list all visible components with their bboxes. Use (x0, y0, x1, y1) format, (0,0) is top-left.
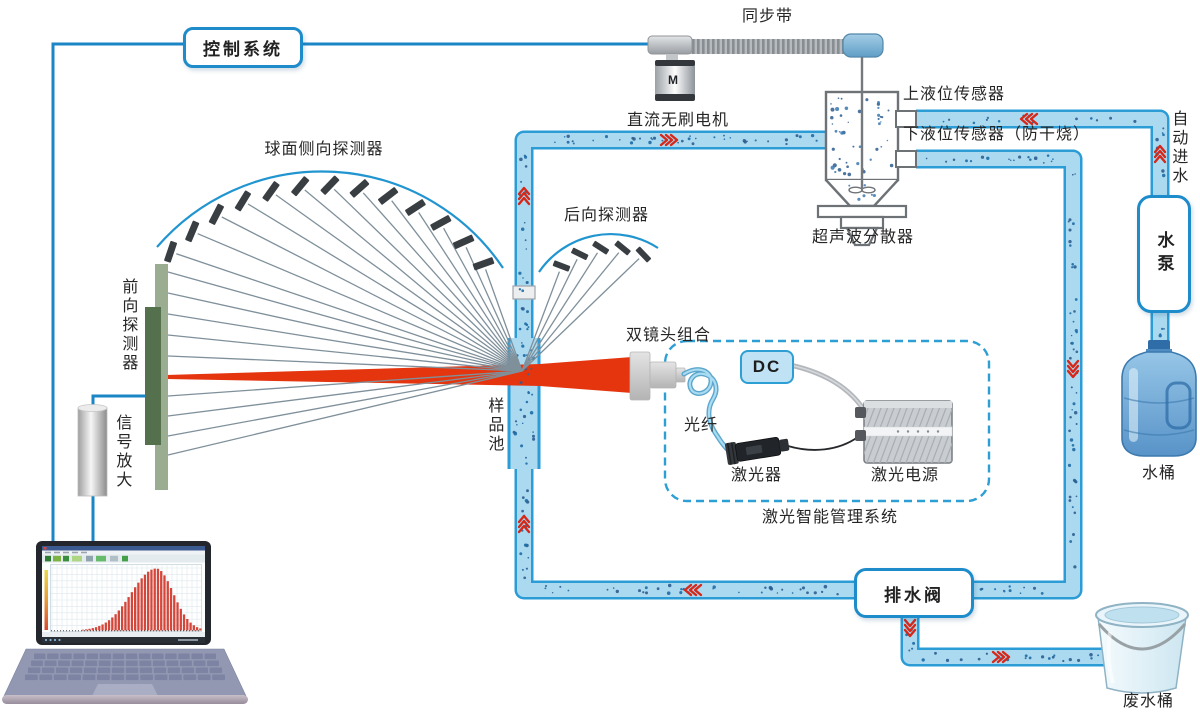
drain-valve-box: 排水阀 (854, 568, 974, 618)
front-detector-boards (145, 264, 168, 490)
side-detector-label: 球面侧向探测器 (264, 141, 384, 158)
sync-belt-label: 同步带 (742, 8, 794, 25)
back-detector-arc (538, 233, 659, 273)
stirrer-icon (848, 57, 876, 194)
side-detector-arc (156, 170, 504, 269)
laser-management-dashed-box (663, 339, 991, 503)
control-system-label: 控制系统 (203, 40, 283, 59)
pipe-joint-collar (512, 285, 536, 300)
water-speckles (512, 114, 1166, 663)
water-bucket-icon (1121, 340, 1197, 457)
laser-cable (787, 436, 859, 451)
laptop-trackpad (92, 684, 158, 696)
chart-color-strip (44, 570, 48, 630)
toolbar-icons (45, 555, 128, 562)
drain-valve-label: 排水阀 (884, 585, 944, 605)
upper-sensor-stub (895, 110, 917, 128)
sample-cell-label: 样品池 (485, 397, 503, 454)
back-detector-label: 后向探测器 (564, 207, 650, 224)
scattered-light-lines (167, 188, 640, 456)
laser-beam (166, 357, 632, 393)
dc-motor-icon: M (655, 60, 695, 101)
optical-fiber-label: 光纤 (684, 417, 719, 434)
lower-sensor-stub (895, 150, 917, 168)
water-pump-box: 水泵 (1137, 195, 1191, 313)
dc-motor-label: 直流无刷电机 (627, 112, 730, 129)
dual-lens-icon (629, 351, 686, 401)
laser-device-icon (724, 437, 790, 465)
motor-pulley (647, 35, 693, 55)
laptop-front-edge (2, 695, 248, 704)
waste-bucket-label: 废水桶 (1123, 693, 1175, 710)
front-detector-board-dark (145, 307, 161, 445)
dc-power-cable (787, 362, 867, 413)
auto-inlet-label: 自动进水 (1169, 110, 1187, 186)
disperser-label: 超声波分散器 (812, 229, 915, 246)
laptop (2, 541, 248, 704)
stirrer-pulley (842, 33, 884, 58)
motor-m-mark: M (668, 73, 678, 87)
belt-drive-assembly (647, 33, 884, 61)
signal-amplifier-icon (77, 404, 108, 497)
flow-arrows (517, 112, 1167, 664)
dc-label: DC (752, 357, 782, 376)
water-bucket-label: 水桶 (1142, 465, 1177, 482)
upper-sensor-label: 上液位传感器 (903, 86, 1006, 103)
waste-bucket-icon (1095, 602, 1189, 694)
water-pump-label: 水泵 (1154, 231, 1174, 277)
laser-power-label: 激光电源 (871, 467, 940, 484)
detector-elements (164, 175, 652, 272)
front-detector-label: 前向探测器 (119, 278, 137, 373)
control-signal-lines (51, 42, 650, 544)
dc-box: DC (740, 350, 794, 384)
laser-mgmt-label: 激光智能管理系统 (762, 509, 899, 526)
detector-arcs (156, 170, 659, 273)
laser-power-supply-icon (855, 400, 953, 464)
laser-label: 激光器 (731, 467, 783, 484)
signal-amplifier-label: 信号放大 (113, 414, 131, 490)
optical-fiber-icon (681, 367, 732, 454)
control-system-box: 控制系统 (183, 27, 303, 68)
particle-size-histogram (81, 568, 202, 631)
lower-sensor-label: 下液位传感器（防干烧） (903, 126, 1091, 143)
dual-lens-label: 双镜头组合 (626, 327, 712, 344)
